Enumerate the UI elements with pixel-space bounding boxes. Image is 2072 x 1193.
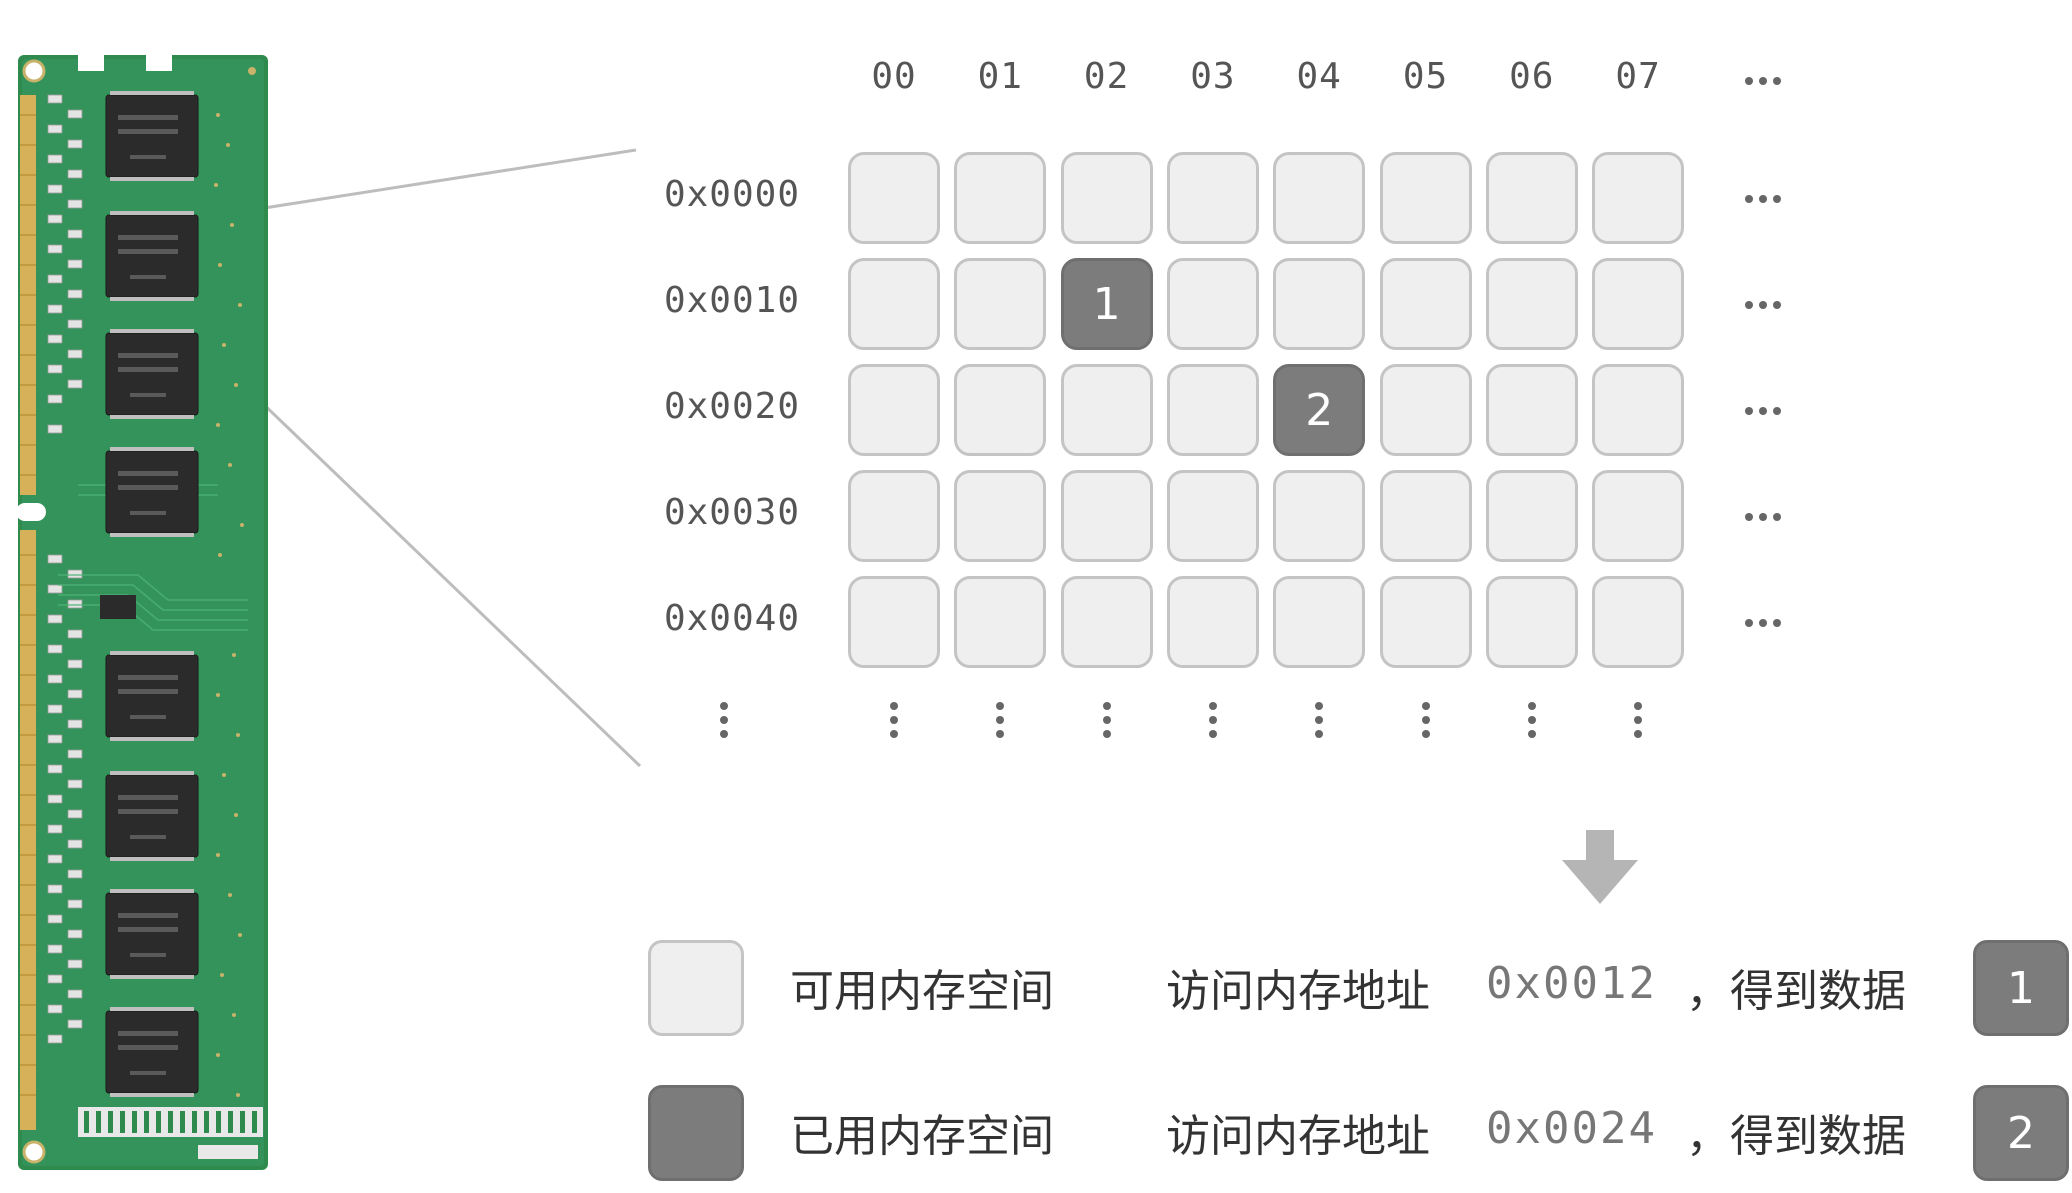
memory-cell-free <box>1166 258 1259 350</box>
memory-cell-free <box>848 364 940 456</box>
more-rows-dots-icon <box>1101 702 1113 742</box>
row-more-dots-icon <box>1745 511 1789 523</box>
row-address-label: 0x0020 <box>663 386 800 427</box>
column-header: 05 <box>1402 56 1449 97</box>
more-rows-dots-icon <box>994 702 1006 742</box>
more-rows-dots-icon <box>1207 702 1219 742</box>
row-address-label: 0x0040 <box>663 598 800 639</box>
more-rows-dots-icon <box>1420 702 1432 742</box>
memory-cell-free <box>1166 470 1259 562</box>
memory-cell-used: 2 <box>1273 364 1366 456</box>
memory-cell-free <box>1379 364 1472 456</box>
memory-cell-free <box>1592 152 1685 244</box>
legend-free-label: 可用内存空间 <box>790 966 1054 1017</box>
memory-cell-free <box>1379 470 1472 562</box>
memory-cell-free <box>1060 470 1153 562</box>
more-rows-dots-icon <box>718 702 730 742</box>
row-more-dots-icon <box>1745 617 1789 629</box>
column-header: 00 <box>871 56 917 97</box>
memory-cell-free <box>1166 152 1259 244</box>
memory-cell-free <box>954 364 1047 456</box>
column-header: 03 <box>1190 56 1236 97</box>
memory-cell-free <box>848 470 940 562</box>
memory-cell-value: 1 <box>1092 278 1121 330</box>
memory-cell-free <box>1592 470 1685 562</box>
access-result-2: 2 <box>2007 1107 2035 1159</box>
access-address-1: 0x0012 <box>1486 958 1657 1009</box>
column-header: 01 <box>977 56 1023 97</box>
memory-cell-free <box>1273 258 1366 350</box>
column-header: 06 <box>1509 56 1555 97</box>
column-header: 07 <box>1615 56 1661 97</box>
row-address-label: 0x0010 <box>663 280 800 321</box>
more-rows-dots-icon <box>1313 702 1325 742</box>
memory-cell-free <box>954 258 1047 350</box>
memory-cell-free <box>1379 152 1472 244</box>
row-more-dots-icon <box>1745 193 1789 205</box>
memory-cell-free <box>1592 576 1685 668</box>
memory-cell-used: 1 <box>1060 258 1153 350</box>
access-suffix-1: ，得到数据 <box>1686 966 1906 1017</box>
memory-cell-free <box>1060 364 1153 456</box>
access-result-1: 1 <box>2007 962 2035 1014</box>
memory-cell-free <box>1166 576 1259 668</box>
memory-cell-free <box>954 152 1047 244</box>
memory-cell-free <box>954 470 1047 562</box>
row-address-label: 0x0000 <box>663 174 800 215</box>
memory-cell-free <box>1485 152 1578 244</box>
memory-cell-free <box>1273 576 1366 668</box>
legend-used-swatch <box>648 1085 744 1181</box>
memory-cell-free <box>1485 258 1578 350</box>
memory-cell-free <box>848 576 940 668</box>
column-header: 04 <box>1296 56 1342 97</box>
memory-cell-free <box>954 576 1047 668</box>
column-more-dots-icon <box>1745 75 1789 87</box>
more-rows-dots-icon <box>888 702 900 742</box>
ram-module-image <box>18 55 268 1170</box>
row-more-dots-icon <box>1745 405 1789 417</box>
access-prefix-1: 访问内存地址 <box>1166 966 1430 1017</box>
memory-cell-free <box>1485 470 1578 562</box>
access-prefix-2: 访问内存地址 <box>1166 1111 1430 1162</box>
memory-cell-free <box>1379 258 1472 350</box>
access-suffix-2: ，得到数据 <box>1686 1111 1906 1162</box>
more-rows-dots-icon <box>1526 702 1538 742</box>
memory-cell-free <box>1060 152 1153 244</box>
memory-cell-free <box>1485 576 1578 668</box>
column-header: 02 <box>1083 56 1130 97</box>
memory-cell-free <box>1592 258 1685 350</box>
access-result-box-2: 2 <box>1973 1085 2069 1181</box>
memory-cell-free <box>848 152 940 244</box>
more-rows-dots-icon <box>1632 702 1644 742</box>
memory-cell-free <box>1379 576 1472 668</box>
access-address-2: 0x0024 <box>1486 1103 1657 1154</box>
row-address-label: 0x0030 <box>663 492 800 533</box>
legend-used-label: 已用内存空间 <box>790 1111 1054 1162</box>
memory-cell-free <box>1592 364 1685 456</box>
legend-free-swatch <box>648 940 744 1036</box>
memory-cell-free <box>848 258 940 350</box>
memory-cell-free <box>1485 364 1578 456</box>
memory-cell-free <box>1273 152 1366 244</box>
memory-cell-free <box>1166 364 1259 456</box>
arrow-down-icon <box>1562 830 1638 904</box>
memory-cell-free <box>1060 576 1153 668</box>
access-result-box-1: 1 <box>1973 940 2069 1036</box>
row-more-dots-icon <box>1745 299 1789 311</box>
memory-cell-free <box>1273 470 1366 562</box>
memory-cell-value: 2 <box>1305 384 1334 436</box>
